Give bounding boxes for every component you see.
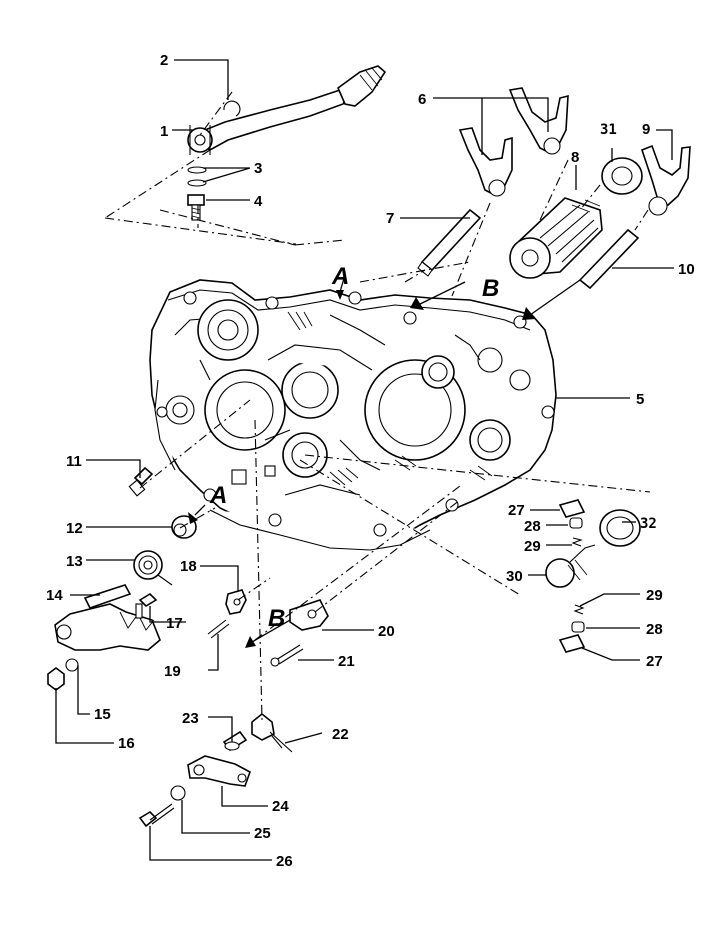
callout-12: 12 bbox=[66, 520, 83, 537]
callout-14: 14 bbox=[46, 587, 63, 604]
callout-29-upper: 29 bbox=[524, 538, 541, 555]
callout-31: 31 bbox=[600, 122, 617, 138]
callout-8: 8 bbox=[571, 149, 579, 166]
section-arrows bbox=[188, 274, 581, 648]
callout-27-upper: 27 bbox=[508, 502, 525, 519]
callout-9: 9 bbox=[642, 121, 650, 138]
section-marker-b-mid: B bbox=[268, 605, 285, 632]
callout-18: 18 bbox=[180, 558, 197, 575]
callout-28-upper: 28 bbox=[524, 518, 541, 535]
callout-32: 32 bbox=[640, 516, 657, 532]
callout-21: 21 bbox=[338, 653, 355, 670]
callout-22: 22 bbox=[332, 726, 349, 743]
crankcase-half bbox=[149, 279, 557, 551]
leader-lines bbox=[55, 59, 674, 861]
callout-26: 26 bbox=[276, 853, 293, 870]
callout-30: 30 bbox=[506, 568, 523, 585]
callout-28-lower: 28 bbox=[646, 621, 663, 638]
assembly-lines bbox=[104, 91, 651, 721]
section-marker-b-top: B bbox=[482, 275, 499, 302]
callout-5: 5 bbox=[636, 391, 644, 408]
callout-2: 2 bbox=[160, 52, 168, 69]
section-marker-a-mid: A bbox=[209, 482, 227, 509]
callout-16: 16 bbox=[118, 735, 135, 752]
callout-11: 11 bbox=[66, 453, 82, 470]
callout-24: 24 bbox=[272, 798, 289, 815]
shift-mechanism-group bbox=[138, 589, 329, 828]
callout-20: 20 bbox=[378, 623, 395, 640]
callout-6: 6 bbox=[418, 91, 426, 108]
shift-fork-assembly bbox=[417, 87, 691, 290]
callout-3: 3 bbox=[254, 160, 262, 177]
callout-23: 23 bbox=[182, 710, 199, 727]
callout-17: 17 bbox=[166, 615, 183, 632]
callout-27-lower: 27 bbox=[646, 653, 663, 670]
kick-shaft-group bbox=[47, 466, 197, 691]
callout-19: 19 bbox=[164, 663, 181, 680]
callout-15: 15 bbox=[94, 706, 111, 723]
shift-drum-detent-group bbox=[545, 499, 641, 653]
kick-start-lever bbox=[187, 65, 387, 221]
callout-1: 1 bbox=[160, 123, 168, 140]
callout-4: 4 bbox=[254, 193, 263, 210]
callout-29-lower: 29 bbox=[646, 587, 663, 604]
section-marker-a-top: A bbox=[331, 263, 349, 290]
callout-13: 13 bbox=[66, 553, 83, 570]
callout-25: 25 bbox=[254, 825, 271, 842]
callout-7: 7 bbox=[386, 210, 394, 227]
callout-10: 10 bbox=[678, 261, 695, 278]
